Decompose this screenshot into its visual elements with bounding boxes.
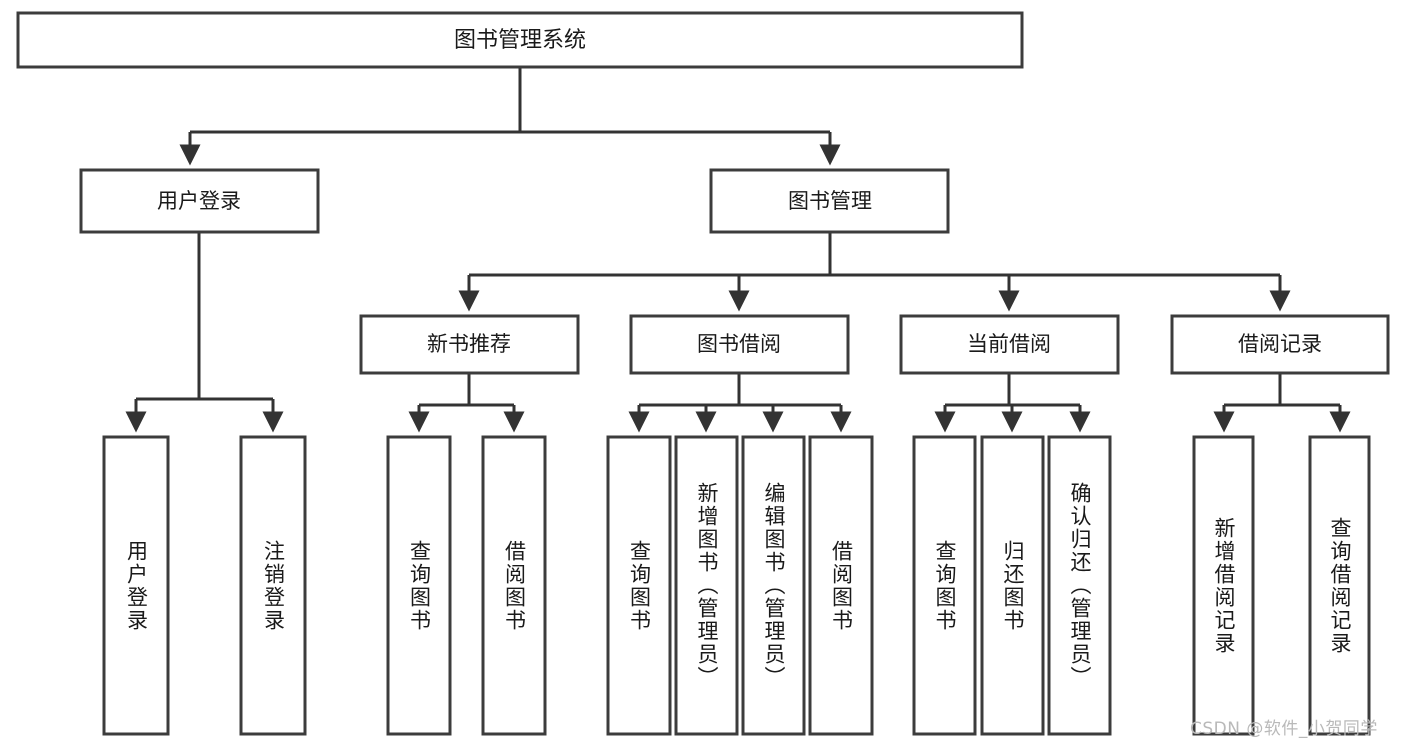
node-leaf-add-record[interactable] [1192,435,1255,736]
node-current-borrow-label: 当前借阅 [967,332,1051,356]
node-leaf-user-login[interactable] [102,435,170,736]
node-leaf-logout[interactable] [239,435,307,736]
node-book-manage[interactable] [709,168,950,234]
node-root-system-label: 图书管理系统 [454,28,586,53]
node-book-manage-label: 图书管理 [788,189,872,213]
node-current-borrow[interactable] [899,314,1120,375]
node-borrow-record[interactable] [1170,314,1390,375]
node-root-system[interactable] [16,11,1024,69]
node-new-book-recommend[interactable] [359,314,580,375]
csdn-watermark: CSDN @软件_小贺同学 [1190,719,1378,739]
node-leaf-query-book-2[interactable] [606,435,672,736]
node-new-book-recommend-label: 新书推荐 [427,332,511,356]
node-leaf-query-book-3[interactable] [912,435,977,736]
node-user-login[interactable] [79,168,320,234]
node-book-borrow-label: 图书借阅 [697,332,781,356]
node-book-borrow[interactable] [629,314,850,375]
node-borrow-record-label: 借阅记录 [1238,332,1322,356]
node-leaf-query-book-1[interactable] [386,435,452,736]
node-leaf-confirm-return[interactable] [1047,435,1112,736]
node-user-login-label: 用户登录 [157,189,241,213]
node-leaf-borrow-book-2[interactable] [808,435,874,736]
node-leaf-add-book[interactable] [674,435,739,736]
connector-layer [125,67,1351,433]
node-layer: 图书管理系统 用户登录 图书管理 新书推荐 图书借阅 当前借阅 借阅记录 [16,11,1390,736]
node-leaf-edit-book[interactable] [741,435,806,736]
node-leaf-borrow-book-1[interactable] [481,435,547,736]
node-leaf-return-book[interactable] [980,435,1045,736]
node-leaf-query-record[interactable] [1308,435,1371,736]
